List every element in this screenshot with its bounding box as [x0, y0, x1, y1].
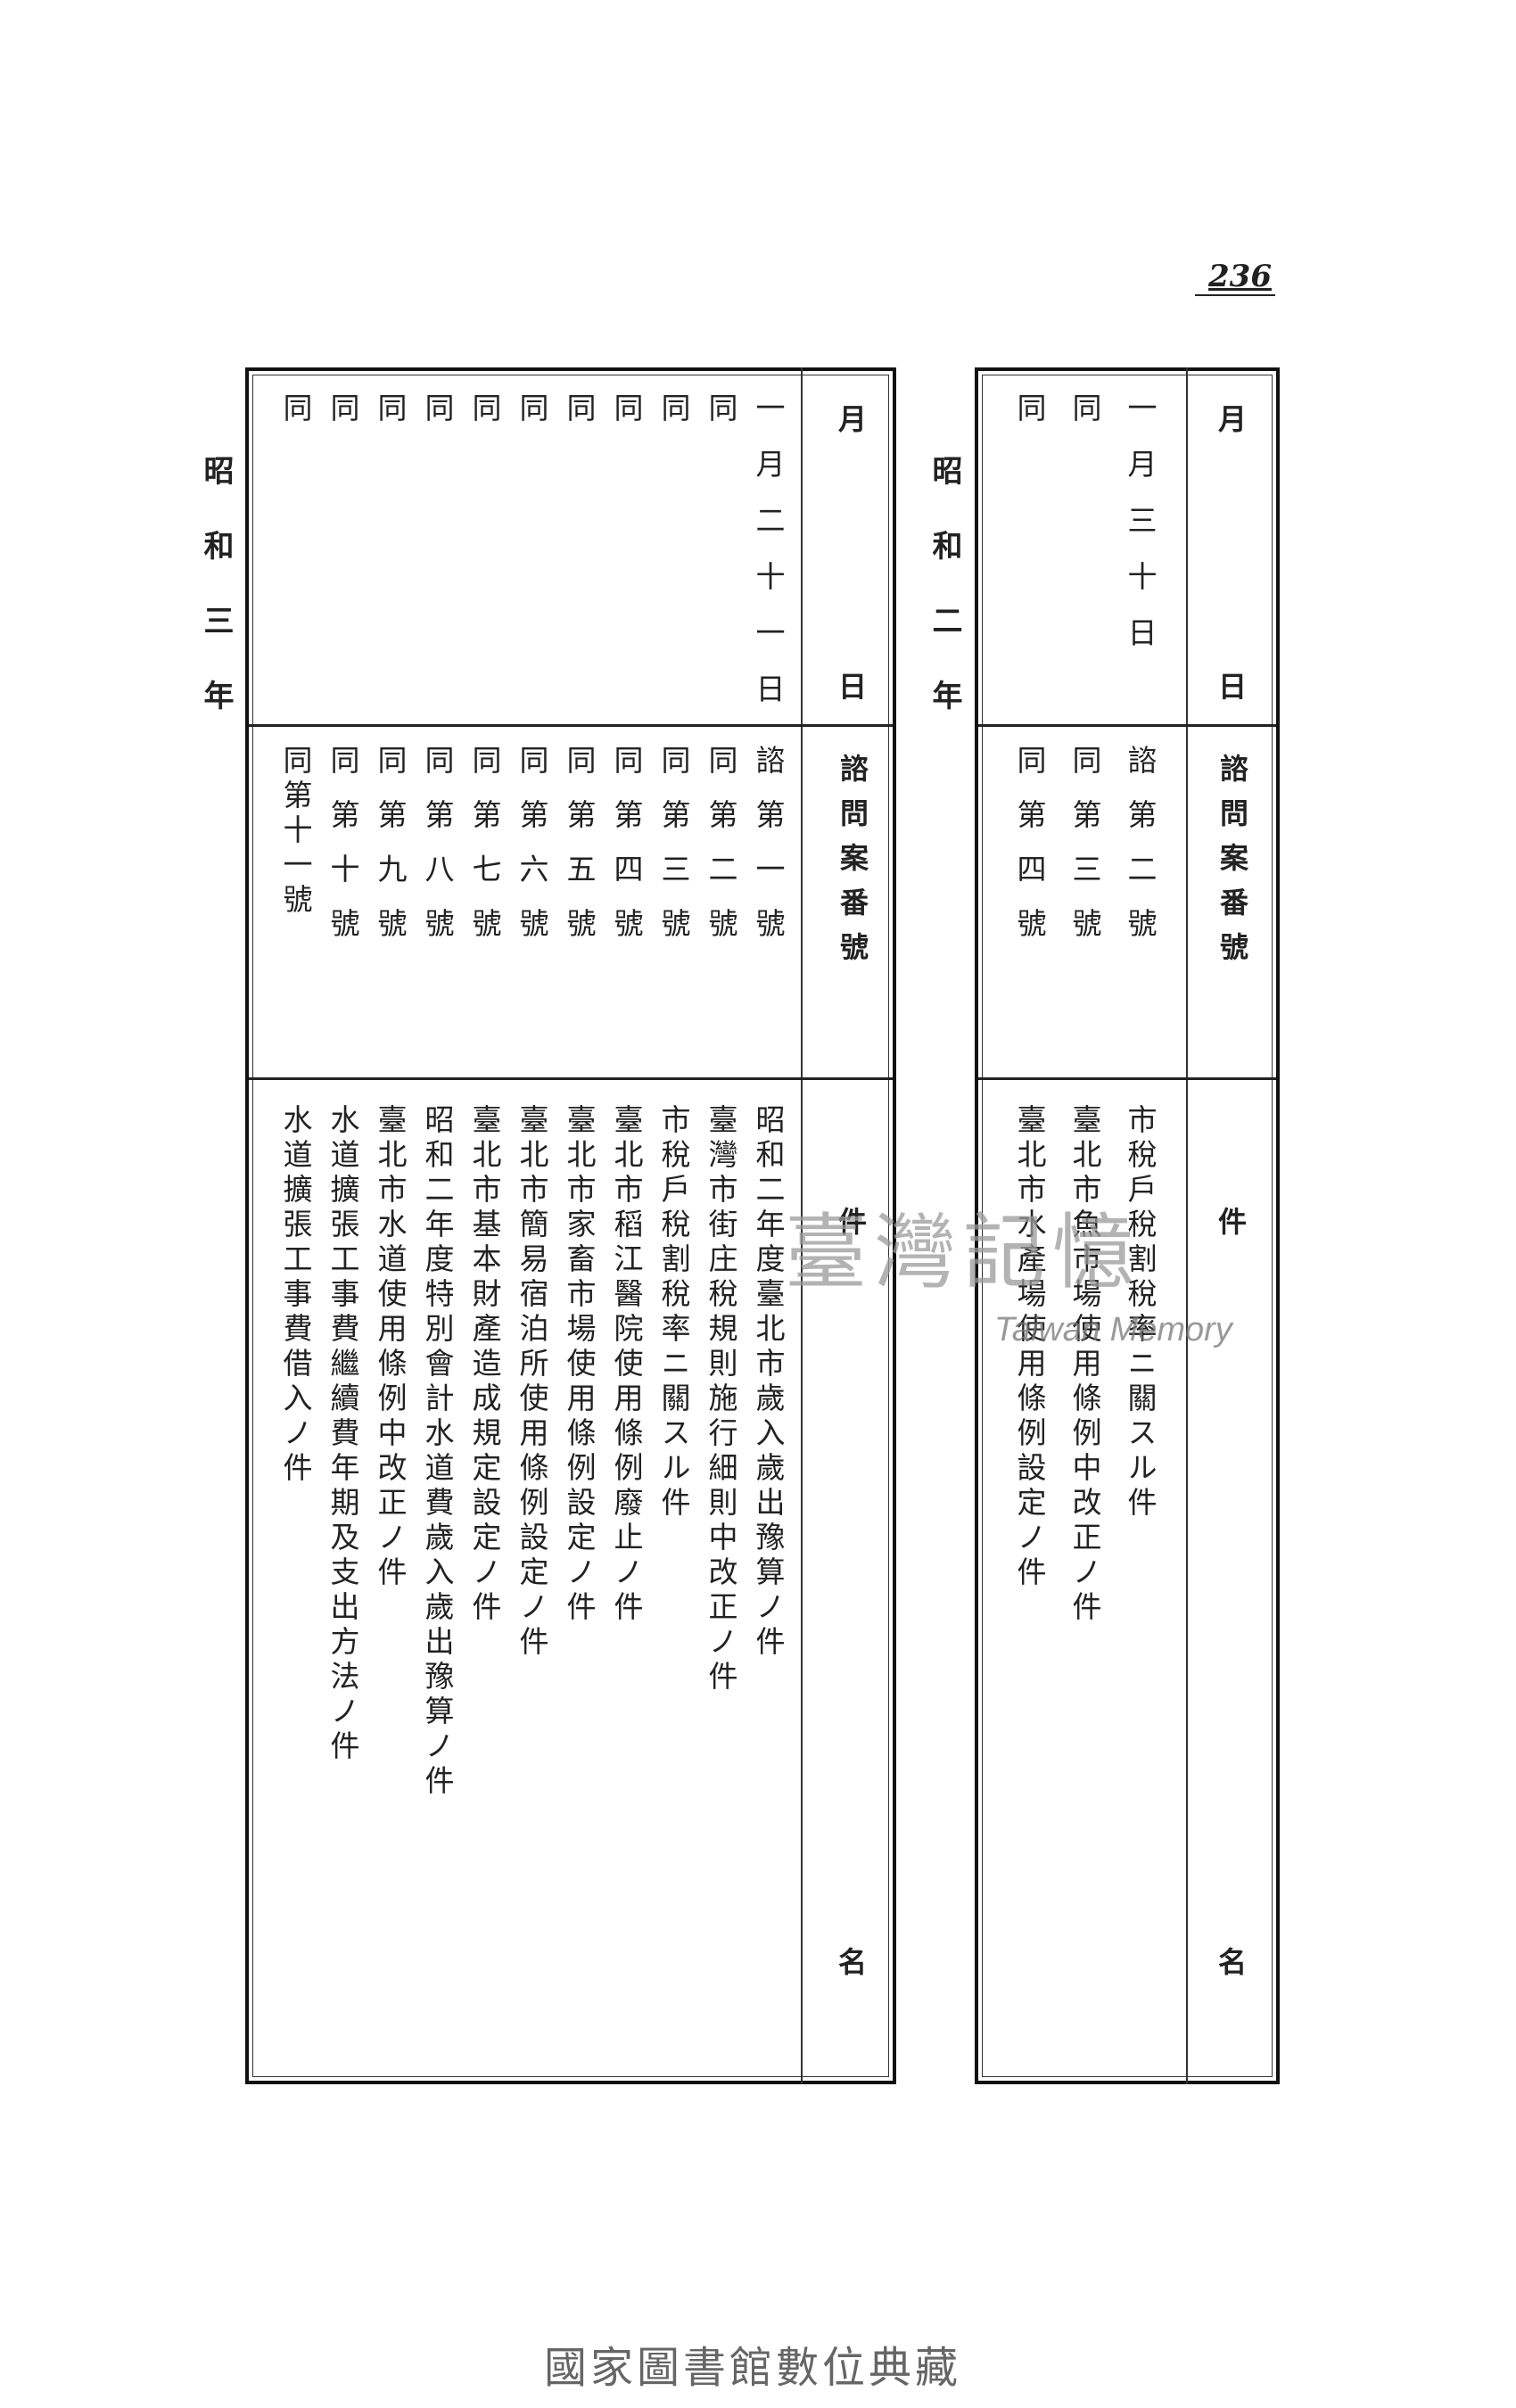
left-table-frame [245, 367, 896, 2084]
left-item-11: 水道擴張工事費借入ノ件 [278, 1104, 313, 1487]
right-item-3: 臺北市水產場使用條例設定ノ件 [1012, 1104, 1047, 1591]
left-date-9: 同 [373, 392, 408, 440]
left-item-8: 昭和二年度特別會計水道費歲入歲出豫算ノ件 [420, 1104, 455, 1800]
left-item-6: 臺北市簡易宿泊所使用條例設定ノ件 [515, 1104, 549, 1661]
left-item-2: 臺灣市街庄稅規則施行細則中改正ノ件 [704, 1104, 738, 1695]
left-number-3: 同第三號 [656, 745, 691, 962]
left-header-separator [801, 367, 803, 2084]
left-item-5: 臺北市家畜市場使用條例設定ノ件 [562, 1104, 597, 1626]
left-date-10: 同 [325, 392, 360, 440]
left-number-6: 同第六號 [515, 745, 549, 962]
right-number-2: 同第三號 [1067, 745, 1102, 962]
right-table-inner-frame [982, 375, 1273, 2077]
right-item-1: 市稅戶稅割稅率ニ關スル件 [1123, 1104, 1158, 1521]
right-date-3: 同 [1012, 392, 1047, 440]
left-number-1: 諮第一號 [751, 745, 786, 962]
left-number-7: 同第七號 [467, 745, 502, 962]
right-item-2: 臺北市魚市場使用條例中改正ノ件 [1067, 1104, 1102, 1626]
left-item-7: 臺北市基本財產造成規定設定ノ件 [467, 1104, 502, 1626]
left-header-month: 月 [838, 402, 868, 436]
left-item-1: 昭和二年度臺北市歲入歲出豫算ノ件 [751, 1104, 786, 1661]
left-row-divider-1 [249, 724, 893, 727]
right-header-month: 月 [1218, 402, 1248, 436]
left-table-inner-frame [252, 375, 889, 2077]
left-item-4: 臺北市稻江醫院使用條例廢止ノ件 [609, 1104, 644, 1626]
left-date-3: 同 [656, 392, 691, 440]
right-header-day: 日 [1218, 670, 1248, 704]
watermark-logo: 臺灣記憶 [785, 1205, 1142, 1300]
right-date-1: 一月三十日 [1123, 392, 1158, 673]
left-item-9: 臺北市水道使用條例中改正ノ件 [373, 1104, 408, 1591]
left-date-4: 同 [609, 392, 644, 440]
left-row-divider-2 [249, 1077, 893, 1080]
right-header-name: 名 [1218, 1945, 1248, 1979]
left-date-7: 同 [467, 392, 502, 440]
right-row-divider-1 [978, 724, 1276, 727]
right-row-divider-2 [978, 1077, 1276, 1080]
left-date-2: 同 [704, 392, 738, 440]
era-label-showa-2: 昭和二年 [927, 455, 962, 755]
left-date-5: 同 [562, 392, 597, 440]
page-number: 236 [1208, 259, 1272, 294]
left-number-10: 同第十號 [325, 745, 360, 962]
left-date-1: 一月二十一日 [751, 392, 786, 730]
era-label-showa-3: 昭和三年 [198, 455, 234, 755]
right-header-separator [1186, 367, 1188, 2084]
right-header-case-number: 諮問案番號 [1215, 754, 1249, 977]
watermark-subtitle: Taiwan Memory [994, 1311, 1232, 1348]
right-number-1: 諮第二號 [1123, 745, 1158, 962]
left-header-day: 日 [838, 670, 868, 704]
left-date-11: 同 [278, 392, 313, 440]
left-header-name: 名 [838, 1945, 868, 1979]
left-number-4: 同第四號 [609, 745, 644, 962]
right-date-2: 同 [1067, 392, 1102, 440]
left-number-11: 同第十一號 [278, 745, 313, 919]
right-header-item: 件 [1218, 1205, 1248, 1239]
left-header-case-number: 諮問案番號 [836, 754, 869, 977]
right-number-3: 同第四號 [1012, 745, 1047, 962]
left-number-2: 同第二號 [704, 745, 738, 962]
left-item-3: 市稅戶稅割稅率ニ關スル件 [656, 1104, 691, 1521]
page-number-rule [1195, 294, 1275, 296]
left-item-10: 水道擴張工事費繼續費年期及支出方法ノ件 [325, 1104, 360, 1765]
left-header-item: 件 [838, 1205, 868, 1239]
footer-archive-credit: 國家圖書館數位典藏 [544, 2343, 962, 2393]
left-number-8: 同第八號 [420, 745, 455, 962]
left-date-6: 同 [515, 392, 549, 440]
left-number-9: 同第九號 [373, 745, 408, 962]
left-number-5: 同第五號 [562, 745, 597, 962]
right-table-frame [975, 367, 1280, 2084]
left-date-8: 同 [420, 392, 455, 440]
